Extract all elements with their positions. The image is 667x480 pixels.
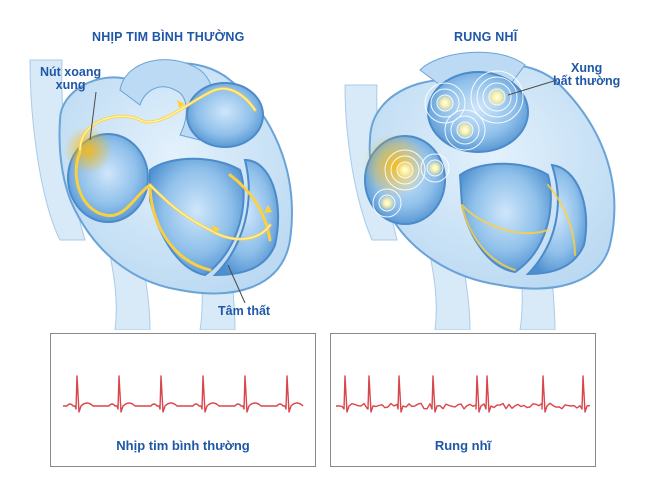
afib-ecg-caption: Rung nhĩ: [434, 438, 492, 453]
heart-illustrations: [29, 51, 616, 330]
normal-heart: [29, 59, 293, 330]
afib-ecg-panel: Rung nhĩ: [330, 333, 596, 467]
afib-ecg-trace: [335, 375, 591, 413]
normal-rhythm-title: NHỊP TIM BÌNH THƯỜNG: [92, 30, 245, 44]
ventricle-label: Tâm thất: [218, 304, 271, 318]
sinus-node-label: Nút xoang xung: [40, 65, 102, 92]
normal-ecg-trace: [63, 375, 304, 413]
afib-title: RUNG NHĨ: [454, 30, 518, 44]
normal-ecg-caption: Nhịp tim bình thường: [116, 438, 250, 453]
normal-ecg-panel: Nhịp tim bình thường: [50, 333, 316, 467]
abnormal-impulse-label: Xung bất thường: [553, 61, 621, 88]
afib-heart: [344, 51, 616, 330]
